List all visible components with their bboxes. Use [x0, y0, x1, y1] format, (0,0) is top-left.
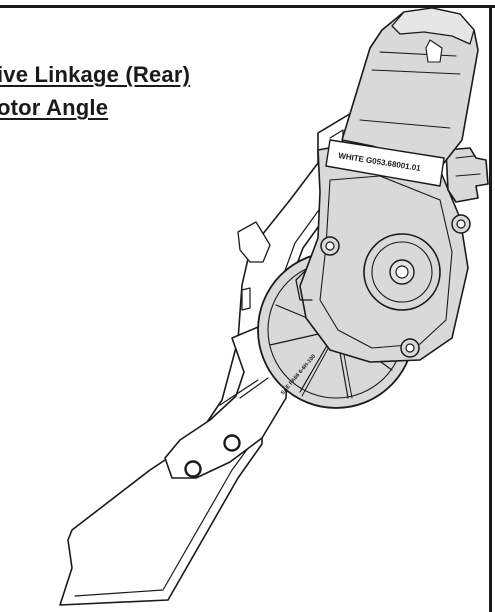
- pivot-hole-upper: [223, 434, 241, 452]
- frame-right-border: [489, 5, 492, 612]
- motor-label-band: WHITE G053.68001.01: [325, 139, 445, 187]
- motor-can: [341, 7, 479, 169]
- pivot-hole-lower: [184, 460, 202, 478]
- frame-top-border: [0, 5, 495, 8]
- motor-gearbox: [295, 139, 471, 363]
- motor-connector: [445, 147, 489, 203]
- diagram-title-line-2: otor Angle: [0, 95, 109, 120]
- diagram-title-line-1: ive Linkage (Rear): [0, 62, 191, 87]
